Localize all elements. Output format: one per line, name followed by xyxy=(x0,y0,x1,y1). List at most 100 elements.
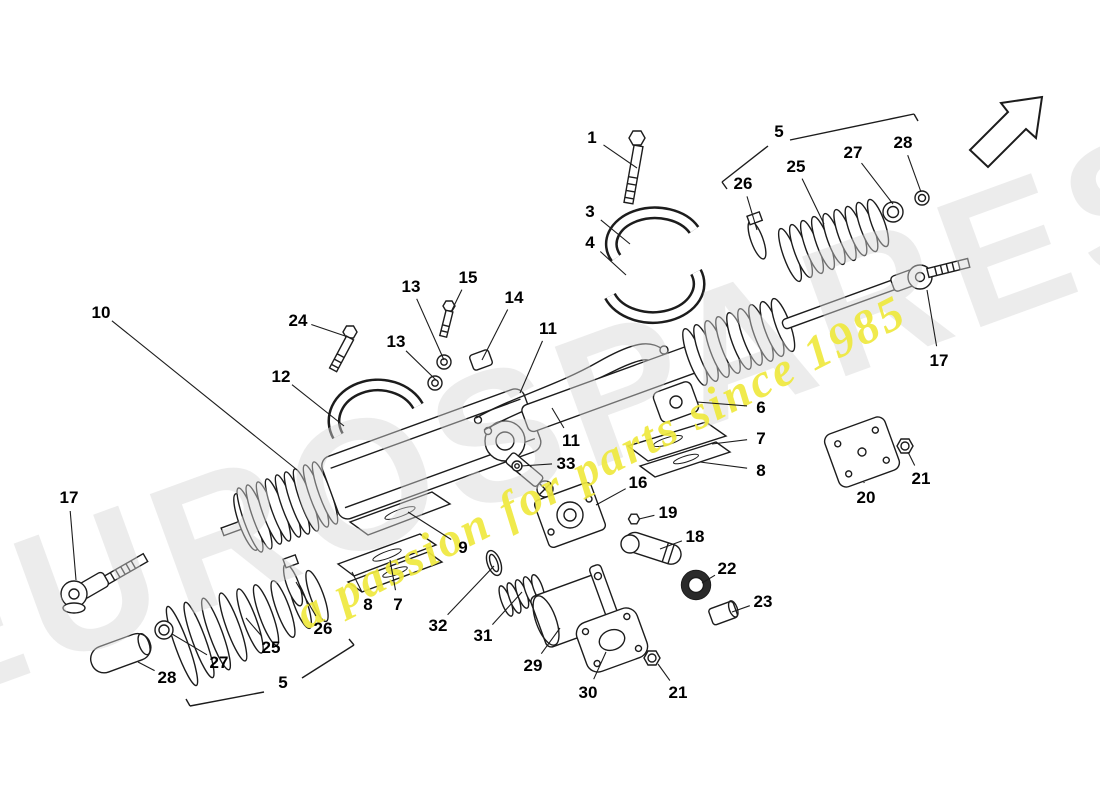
leader-line-12 xyxy=(291,384,345,427)
leader-line-1 xyxy=(603,144,638,169)
hose-clamp-bottom xyxy=(282,553,304,607)
clamp-half-lower xyxy=(604,268,706,324)
flange-16 xyxy=(533,481,607,549)
leader-line-22 xyxy=(701,574,716,584)
part-label-11: 11 xyxy=(562,431,580,450)
part-label-26: 26 xyxy=(734,174,753,193)
leader-line-14 xyxy=(481,309,509,361)
leader-line-4 xyxy=(599,251,627,276)
ring-27-top xyxy=(882,201,904,223)
leader-line-8 xyxy=(699,461,748,469)
part-label-6: 6 xyxy=(756,398,765,417)
left-tie-rod-end xyxy=(60,552,149,614)
bolt-1 xyxy=(623,130,646,205)
part-label-13: 13 xyxy=(402,277,421,296)
leader-line-24 xyxy=(311,323,352,339)
leader-line-25 xyxy=(801,178,825,225)
spigot-18 xyxy=(620,531,682,565)
part-label-15: 15 xyxy=(459,268,478,287)
bracket-plate-8-left xyxy=(346,551,444,593)
washer-13-b xyxy=(427,375,443,391)
leader-line-3 xyxy=(600,219,631,245)
leader-line-18 xyxy=(659,540,683,550)
ring-27-bottom xyxy=(154,620,174,640)
leader-line-28 xyxy=(137,661,155,672)
leader-line-13 xyxy=(416,298,445,361)
bracket-plate-7-left xyxy=(336,533,438,577)
part-label-5: 5 xyxy=(278,673,287,692)
bracket-5-bottom xyxy=(185,638,355,707)
left-bellows-exploded xyxy=(165,569,329,687)
part-label-17: 17 xyxy=(60,488,79,507)
part-label-3: 3 xyxy=(585,202,594,221)
part-label-33: 33 xyxy=(557,454,576,473)
leader-line-30 xyxy=(593,651,607,680)
part-label-8: 8 xyxy=(756,461,765,480)
part-label-21: 21 xyxy=(669,683,688,702)
part-label-4: 4 xyxy=(585,233,595,252)
part-label-14: 14 xyxy=(505,288,524,307)
part-label-25: 25 xyxy=(787,157,806,176)
sleeve-28-bottom xyxy=(89,632,152,674)
part-label-9: 9 xyxy=(458,538,467,557)
leader-line-28 xyxy=(907,155,922,193)
part-label-16: 16 xyxy=(629,473,648,492)
brand-watermark: EUROSPARES xyxy=(0,84,1100,750)
part-label-18: 18 xyxy=(686,527,705,546)
part-label-19: 19 xyxy=(659,503,678,522)
part-label-30: 30 xyxy=(579,683,598,702)
part-label-7: 7 xyxy=(393,595,402,614)
leader-line-11 xyxy=(551,407,565,429)
grommet-22 xyxy=(680,569,712,601)
part-label-29: 29 xyxy=(524,656,543,675)
leader-line-26 xyxy=(746,196,758,231)
part-label-20: 20 xyxy=(857,488,876,507)
leader-line-31 xyxy=(491,591,523,625)
leader-line-10 xyxy=(111,320,297,470)
leader-line-16 xyxy=(595,488,626,506)
part-label-26: 26 xyxy=(314,619,333,638)
leader-line-6 xyxy=(696,401,748,407)
washer-13-a xyxy=(436,354,452,370)
part-label-10: 10 xyxy=(92,303,111,322)
part-label-24: 24 xyxy=(289,311,308,330)
leader-line-29 xyxy=(540,627,561,655)
leader-line-17 xyxy=(69,510,77,581)
part-label-25: 25 xyxy=(262,638,281,657)
part-label-7: 7 xyxy=(756,429,765,448)
bracket-5-top xyxy=(721,113,919,190)
leader-line-11 xyxy=(519,340,544,394)
gasket-plate-30 xyxy=(575,607,649,673)
leader-line-13 xyxy=(405,350,437,381)
clamp-half-upper xyxy=(604,206,700,262)
bolt-15 xyxy=(438,300,456,339)
ring-28-top xyxy=(914,190,930,206)
plug-33 xyxy=(511,460,523,472)
part-label-22: 22 xyxy=(718,559,737,578)
leader-line-17 xyxy=(926,289,938,347)
leader-line-27 xyxy=(861,162,894,205)
leader-line-27 xyxy=(171,633,208,656)
part-label-21: 21 xyxy=(912,469,931,488)
leader-line-32 xyxy=(447,565,495,616)
leader-line-21 xyxy=(657,663,671,681)
boot-31 xyxy=(498,574,546,617)
leader-line-15 xyxy=(450,289,463,313)
clamp-bracket-12 xyxy=(327,378,424,440)
part-label-31: 31 xyxy=(474,626,493,645)
part-label-8: 8 xyxy=(363,595,372,614)
bolt-24 xyxy=(328,325,358,373)
leader-line-19 xyxy=(638,514,655,520)
bolt-19 xyxy=(627,513,641,525)
part-label-23: 23 xyxy=(754,592,773,611)
part-label-28: 28 xyxy=(894,133,913,152)
nut-21-right xyxy=(896,438,914,454)
part-label-32: 32 xyxy=(429,616,448,635)
part-label-12: 12 xyxy=(272,367,291,386)
bracket-plate-8 xyxy=(638,441,732,478)
cover-plate-20 xyxy=(823,416,901,488)
nut-21-bottom xyxy=(643,650,661,666)
part-label-27: 27 xyxy=(844,143,863,162)
